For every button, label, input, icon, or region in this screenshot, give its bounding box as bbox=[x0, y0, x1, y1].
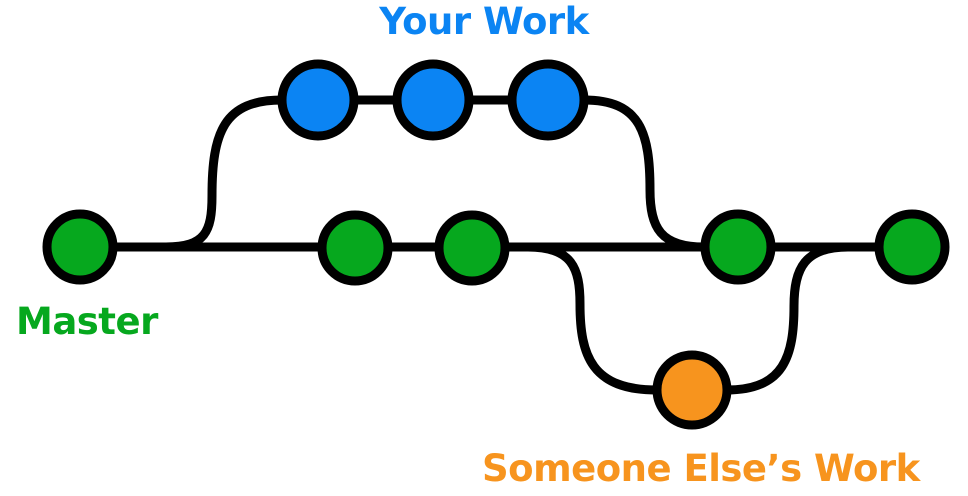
commit-node-master-2[interactable] bbox=[317, 210, 393, 286]
commit-node-master-4[interactable] bbox=[700, 209, 776, 285]
branch-label-master: Master bbox=[16, 300, 158, 343]
edge-someoneelse-merge bbox=[722, 242, 853, 395]
commit-node-someoneelse-1[interactable] bbox=[652, 350, 732, 430]
commit-node-yourwork-1[interactable] bbox=[277, 59, 359, 141]
edge-yourwork-merge bbox=[579, 95, 709, 252]
edge-someoneelse-branch bbox=[523, 242, 662, 395]
branch-label-someone-else: Someone Else’s Work bbox=[482, 447, 920, 490]
commit-node-yourwork-3[interactable] bbox=[507, 59, 589, 141]
commit-node-master-1[interactable] bbox=[42, 209, 118, 285]
commit-node-master-3[interactable] bbox=[434, 210, 510, 286]
commit-node-yourwork-2[interactable] bbox=[392, 59, 474, 141]
branch-label-your-work: Your Work bbox=[379, 0, 589, 43]
edge-yourwork-branch bbox=[161, 95, 287, 252]
nodes-layer bbox=[42, 59, 950, 430]
commit-node-master-5[interactable] bbox=[874, 209, 950, 285]
